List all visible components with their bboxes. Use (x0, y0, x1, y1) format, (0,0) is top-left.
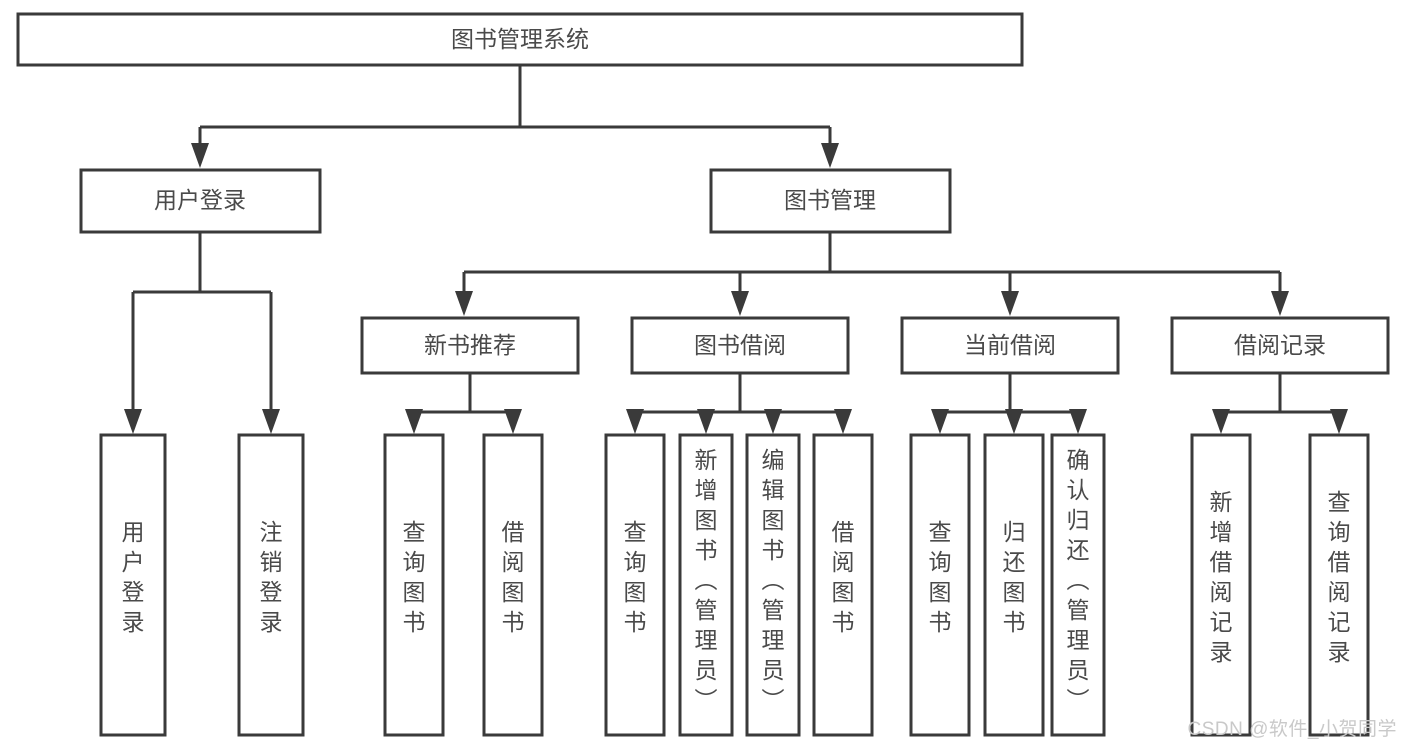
leaf-query-book-a-label: 查询图书 (403, 519, 426, 635)
connectors-borrowrecord-to-leaves (1212, 373, 1348, 434)
node-new-book-recommend-label: 新书推荐 (424, 332, 516, 358)
connectors-bookmgmt-to-level3 (455, 232, 1289, 316)
node-current-borrow[interactable]: 当前借阅 (900, 316, 1120, 375)
arrowhead-leaf-edit-book (764, 409, 782, 434)
leaf-borrow-book-b[interactable]: 借阅图书 (812, 433, 874, 737)
leaf-add-book[interactable]: 新增图书︵管理员︶ (678, 433, 734, 737)
arrowhead-to-borrow-record (1271, 291, 1289, 316)
node-borrow-record[interactable]: 借阅记录 (1170, 316, 1390, 375)
leaf-edit-book-label: 编辑图书︵管理员︶ (762, 447, 785, 713)
leaf-user-login[interactable]: 用户登录 (99, 433, 167, 737)
node-book-management-box[interactable] (709, 168, 952, 234)
arrowhead-leaf-add-record (1212, 409, 1230, 434)
leaf-borrow-book-b-box[interactable] (812, 433, 874, 737)
node-new-book-recommend[interactable]: 新书推荐 (360, 316, 580, 375)
leaf-borrow-book-a-label: 借阅图书 (502, 519, 525, 635)
node-book-borrow-box[interactable] (630, 316, 850, 375)
node-user-login-label: 用户登录 (154, 187, 246, 213)
leaf-add-borrow-record-label: 新增借阅记录 (1210, 489, 1233, 665)
arrowhead-to-new-book-rec (455, 291, 473, 316)
arrowhead-leaf-logout (262, 409, 280, 434)
leaf-query-book-b-box[interactable] (604, 433, 666, 737)
leaf-logout-box[interactable] (237, 433, 305, 737)
connectors-userlogin-to-leaves (124, 232, 280, 434)
leaf-logout-label: 注销登录 (260, 519, 283, 635)
leaf-query-book-c-label: 查询图书 (929, 519, 952, 635)
arrowhead-leaf-return-book (1005, 409, 1023, 434)
connectors-root-to-level2 (191, 65, 839, 168)
leaf-confirm-return[interactable]: 确认归还︵管理员︶ (1050, 433, 1106, 737)
leaf-edit-book[interactable]: 编辑图书︵管理员︶ (745, 433, 801, 737)
leaf-query-borrow-record-box[interactable] (1308, 433, 1370, 737)
arrowhead-leaf-query-book-a (405, 409, 423, 434)
node-borrow-record-box[interactable] (1170, 316, 1390, 375)
node-root-box[interactable] (16, 12, 1024, 67)
leaf-query-book-b-label: 查询图书 (624, 519, 647, 635)
leaf-query-book-c[interactable]: 查询图书 (909, 433, 971, 737)
leaf-query-borrow-record-label: 查询借阅记录 (1328, 489, 1351, 665)
node-new-book-recommend-box[interactable] (360, 316, 580, 375)
connectors-currentborrow-to-leaves (931, 373, 1087, 434)
leaf-user-login-label: 用户登录 (122, 519, 145, 635)
leaf-query-borrow-record[interactable]: 查询借阅记录 (1308, 433, 1370, 737)
arrowhead-leaf-add-book (697, 409, 715, 434)
arrowhead-leaf-user-login (124, 409, 142, 434)
leaf-add-borrow-record[interactable]: 新增借阅记录 (1190, 433, 1252, 737)
connectors-newbookrec-to-leaves (405, 373, 522, 434)
leaf-add-borrow-record-box[interactable] (1190, 433, 1252, 737)
leaf-borrow-book-b-label: 借阅图书 (832, 519, 855, 635)
node-book-management[interactable]: 图书管理 (709, 168, 952, 234)
arrowhead-to-book-mgmt (821, 143, 839, 168)
leaf-return-book-box[interactable] (983, 433, 1045, 737)
leaf-logout[interactable]: 注销登录 (237, 433, 305, 737)
leaf-borrow-book-a[interactable]: 借阅图书 (482, 433, 544, 737)
leaf-confirm-return-box[interactable] (1050, 433, 1106, 737)
leaf-borrow-book-a-box[interactable] (482, 433, 544, 737)
node-root-label: 图书管理系统 (451, 26, 589, 52)
leaf-confirm-return-label: 确认归还︵管理员︶ (1067, 447, 1090, 713)
arrowhead-to-book-borrow (731, 291, 749, 316)
node-current-borrow-label: 当前借阅 (964, 332, 1056, 358)
node-current-borrow-box[interactable] (900, 316, 1120, 375)
leaf-add-book-label: 新增图书︵管理员︶ (695, 447, 718, 713)
node-user-login[interactable]: 用户登录 (79, 168, 322, 234)
arrowhead-leaf-borrow-book-a (504, 409, 522, 434)
arrowhead-to-user-login (191, 143, 209, 168)
arrowhead-leaf-query-book-b (626, 409, 644, 434)
leaf-edit-book-box[interactable] (745, 433, 801, 737)
leaf-user-login-box[interactable] (99, 433, 167, 737)
node-book-management-label: 图书管理 (784, 187, 876, 213)
node-user-login-box[interactable] (79, 168, 322, 234)
node-book-borrow-label: 图书借阅 (694, 332, 786, 358)
leaf-query-book-a-box[interactable] (383, 433, 445, 737)
leaf-query-book-a[interactable]: 查询图书 (383, 433, 445, 737)
node-root[interactable]: 图书管理系统 (16, 12, 1024, 67)
leaf-query-book-c-box[interactable] (909, 433, 971, 737)
leaf-return-book-label: 归还图书 (1003, 519, 1026, 635)
arrowhead-leaf-borrow-book-b (834, 409, 852, 434)
leaf-add-book-box[interactable] (678, 433, 734, 737)
arrowhead-leaf-query-book-c (931, 409, 949, 434)
connectors-bookborrow-to-leaves (626, 373, 852, 434)
leaf-query-book-b[interactable]: 查询图书 (604, 433, 666, 737)
node-book-borrow[interactable]: 图书借阅 (630, 316, 850, 375)
arrowhead-to-current-borrow (1001, 291, 1019, 316)
arrowhead-leaf-query-record (1330, 409, 1348, 434)
leaf-return-book[interactable]: 归还图书 (983, 433, 1045, 737)
node-borrow-record-label: 借阅记录 (1234, 332, 1326, 358)
arrowhead-leaf-confirm-return (1069, 409, 1087, 434)
